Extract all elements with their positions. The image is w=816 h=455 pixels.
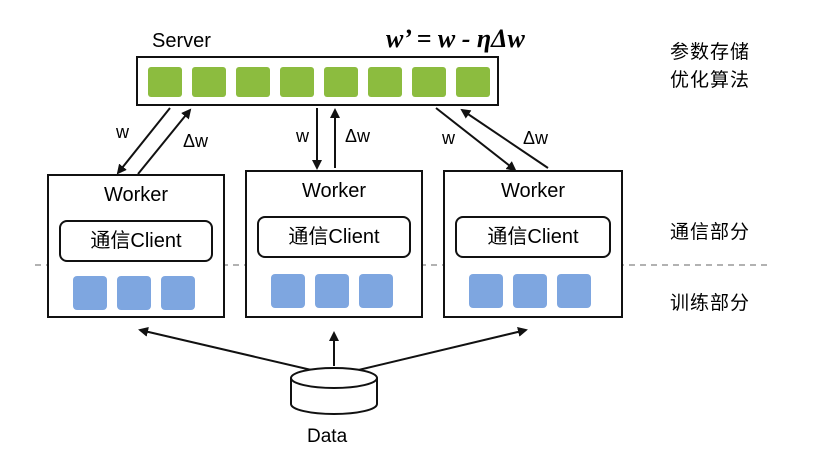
data-arrow-right: [349, 326, 528, 373]
worker-data-block: [271, 274, 305, 308]
server-param-block: [192, 67, 226, 97]
worker-box-2: Worker 通信Client: [245, 170, 423, 318]
worker-data-block: [161, 276, 195, 310]
side-label-train: 训练部分: [670, 292, 751, 314]
server-param-block: [324, 67, 358, 97]
label-dw-right: Δw: [523, 128, 549, 148]
server-param-block: [412, 67, 446, 97]
client-box: 通信Client: [59, 220, 213, 262]
worker-title: Worker: [103, 184, 169, 206]
server-box: [136, 56, 499, 106]
data-arrow-left: [138, 326, 321, 373]
side-label-comm: 通信部分: [670, 221, 751, 243]
data-label: Data: [307, 426, 348, 447]
server-param-block: [280, 67, 314, 97]
worker-data-block: [359, 274, 393, 308]
update-formula: w’ = w - ηΔw: [386, 24, 525, 53]
server-param-block: [148, 67, 182, 97]
worker-data-block: [469, 274, 503, 308]
client-box: 通信Client: [455, 216, 611, 258]
server-param-block: [456, 67, 490, 97]
arrow-dw-left: [137, 108, 192, 175]
label-w-left: w: [116, 122, 129, 142]
database-icon: [290, 367, 378, 415]
worker-data-block: [557, 274, 591, 308]
label-w-middle: w: [296, 126, 309, 146]
worker-title: Worker: [301, 180, 367, 202]
worker-data-block: [117, 276, 151, 310]
label-dw-middle: Δw: [345, 126, 371, 146]
client-box: 通信Client: [257, 216, 411, 258]
server-label: Server: [152, 30, 211, 52]
arrow-w-right: [435, 107, 517, 172]
worker-title: Worker: [500, 180, 566, 202]
label-w-right: w: [442, 128, 455, 148]
server-param-block: [236, 67, 270, 97]
arrow-dw-right: [460, 108, 549, 169]
side-label-storage-2: 优化算法: [670, 69, 751, 91]
worker-data-block: [513, 274, 547, 308]
worker-data-block: [315, 274, 349, 308]
server-param-block: [368, 67, 402, 97]
side-label-storage-1: 参数存储: [670, 41, 751, 63]
worker-box-1: Worker 通信Client: [47, 174, 225, 318]
label-dw-left: Δw: [183, 131, 209, 151]
worker-data-block: [73, 276, 107, 310]
worker-box-3: Worker 通信Client: [443, 170, 623, 318]
arrow-w-left: [116, 107, 171, 175]
